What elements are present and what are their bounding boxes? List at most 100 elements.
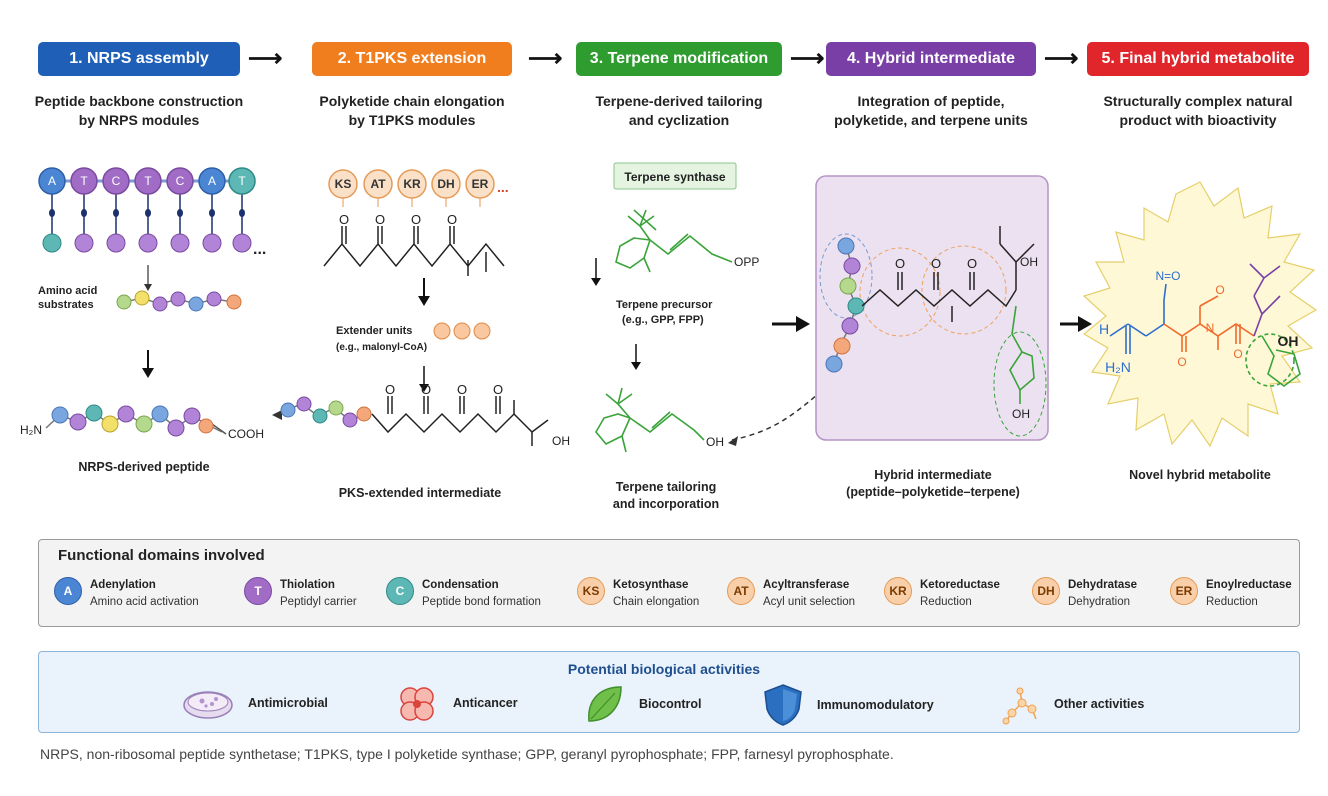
carbonyl-oxygen: O [493, 382, 503, 397]
carbonyl-oxygen: O [339, 212, 349, 227]
nrps-domain-c [166, 167, 194, 195]
carbonyl-oxygen: O [411, 212, 421, 227]
acyltransferase-icon: AT [727, 577, 755, 605]
hybrid-intermediate-caption: Hybrid intermediate(peptide–polyketide–t… [846, 468, 1020, 499]
activity-antimicrobial: Antimicrobial [182, 683, 328, 723]
activity-label: Immunomodulatory [817, 698, 934, 712]
nrps-domain-t [70, 167, 98, 195]
hydroxyl-label: OH [1278, 333, 1299, 349]
thiolation-icon: T [244, 577, 272, 605]
stage-5-header: 5. Final hybrid metabolite [1087, 42, 1309, 76]
final-metabolite-caption: Novel hybrid metabolite [1129, 468, 1271, 482]
nrps-domain-letter: C [176, 174, 185, 188]
pks-module-kr: KR [403, 177, 421, 191]
legend-title: Functional domains involved [58, 547, 265, 564]
hybrid-peptide-beads [825, 237, 865, 373]
activity-biocontrol: Biocontrol [583, 683, 702, 725]
terpene-tailored-structure [595, 387, 705, 453]
stage-3-label: 3. Terpene modification [589, 50, 769, 67]
carbonyl-oxygen: O [1177, 355, 1186, 369]
nrps-domain-letter: A [48, 174, 56, 188]
nrps-peptide-caption: NRPS-derived peptide [78, 460, 210, 474]
adenylation-icon: A [54, 577, 82, 605]
opp-label: OPP [734, 255, 759, 269]
hydroxyl-label: OH [1020, 255, 1038, 269]
carbonyl-oxygen: O [385, 382, 395, 397]
carbonyl-oxygen: O [1233, 347, 1242, 361]
pks-module-at: AT [370, 177, 386, 191]
terpene-synthase-label: Terpene synthase [624, 170, 725, 184]
carbonyl-oxygen: O [375, 212, 385, 227]
amide-nitrogen-label: N [1206, 321, 1215, 335]
amino-acid-label: substrates [38, 299, 94, 311]
stage-arrow: ⟶ [790, 45, 825, 72]
pks-module-er: ER [472, 177, 489, 191]
carbonyl-oxygen: O [447, 212, 457, 227]
activity-anticancer: Anticancer [395, 683, 518, 723]
stage-2-header: 2. T1PKS extension [312, 42, 512, 76]
stage-arrow: ⟶ [528, 45, 563, 72]
activity-other: Other activities [1000, 683, 1144, 725]
carbonyl-oxygen: O [421, 382, 431, 397]
terpene-precursor-structure [615, 209, 733, 273]
molecule-icon [1002, 687, 1037, 725]
hydroxyl-label: OH [706, 435, 724, 449]
carbonyl-oxygen: O [1215, 283, 1224, 297]
activity-immunomodulatory: Immunomodulatory [763, 683, 934, 727]
pks-module-chain: KS AT KR DH ER ... [328, 169, 509, 207]
stage-4-description: Integration of peptide,polyketide, and t… [834, 93, 1028, 128]
nh2-label: H₂N [20, 423, 42, 437]
amino-acid-label: Amino acid [38, 285, 97, 297]
nrps-domain-a [38, 167, 66, 195]
pks-module-ks: KS [335, 177, 352, 191]
nrps-domain-letter: T [144, 174, 152, 188]
stage-2-label: 2. T1PKS extension [337, 50, 487, 67]
terpene-synthase-box [613, 162, 737, 190]
pathway-diagram: A T C T C A T ... Amino acid substrates … [20, 162, 1318, 453]
hybrid-intermediate-box [815, 175, 1049, 441]
activity-label: Antimicrobial [248, 696, 328, 710]
pks-intermediate-caption: PKS-extended intermediate [338, 486, 502, 500]
pks-extended-chain: O O O O OH [272, 382, 570, 448]
activity-label: Biocontrol [639, 697, 702, 711]
final-metabolite-structure [1109, 263, 1301, 387]
nrps-domain-letter: T [80, 174, 88, 188]
stage-arrow: ⟶ [1044, 45, 1079, 72]
nrps-domain-letter: C [112, 174, 121, 188]
nitroso-label: N=O [1155, 269, 1180, 283]
activity-label: Other activities [1054, 697, 1145, 711]
extender-units-example: (e.g., malonyl-CoA) [336, 342, 427, 353]
nrps-domain-t [134, 167, 162, 195]
stage-1-header: 1. NRPS assembly [38, 42, 240, 76]
nrps-domain-c [102, 167, 130, 195]
amino-acid-substrates [116, 290, 242, 312]
biological-activities-panel [38, 651, 1300, 733]
nrps-domain-a [198, 167, 226, 195]
stage-4-label: 4. Hybrid intermediate [846, 50, 1016, 67]
activity-label: Anticancer [453, 696, 518, 710]
nrps-peptide-chain: H₂N COOH [20, 404, 264, 441]
leaf-icon [588, 686, 622, 722]
nrps-domain-letter: A [208, 174, 216, 188]
nrps-module-chain: A T C T C A T ... [38, 167, 266, 258]
incorporation-dashed-arrow [731, 393, 819, 441]
cooh-label: COOH [228, 427, 264, 441]
hybrid-terpene-moiety [1009, 305, 1035, 404]
amine-label: H₂N [1105, 359, 1131, 375]
enoylreductase-icon: ER [1170, 577, 1198, 605]
terpene-precursor-example: (e.g., GPP, FPP) [622, 314, 704, 326]
stage-arrow: ⟶ [248, 45, 283, 72]
ketoreductase-icon: KR [884, 577, 912, 605]
abbreviations-footnote: NRPS, non-ribosomal peptide synthetase; … [40, 746, 894, 762]
carbonyl-oxygen: O [931, 256, 941, 271]
carbonyl-oxygen: O [967, 256, 977, 271]
pks-module-dh: DH [437, 177, 454, 191]
